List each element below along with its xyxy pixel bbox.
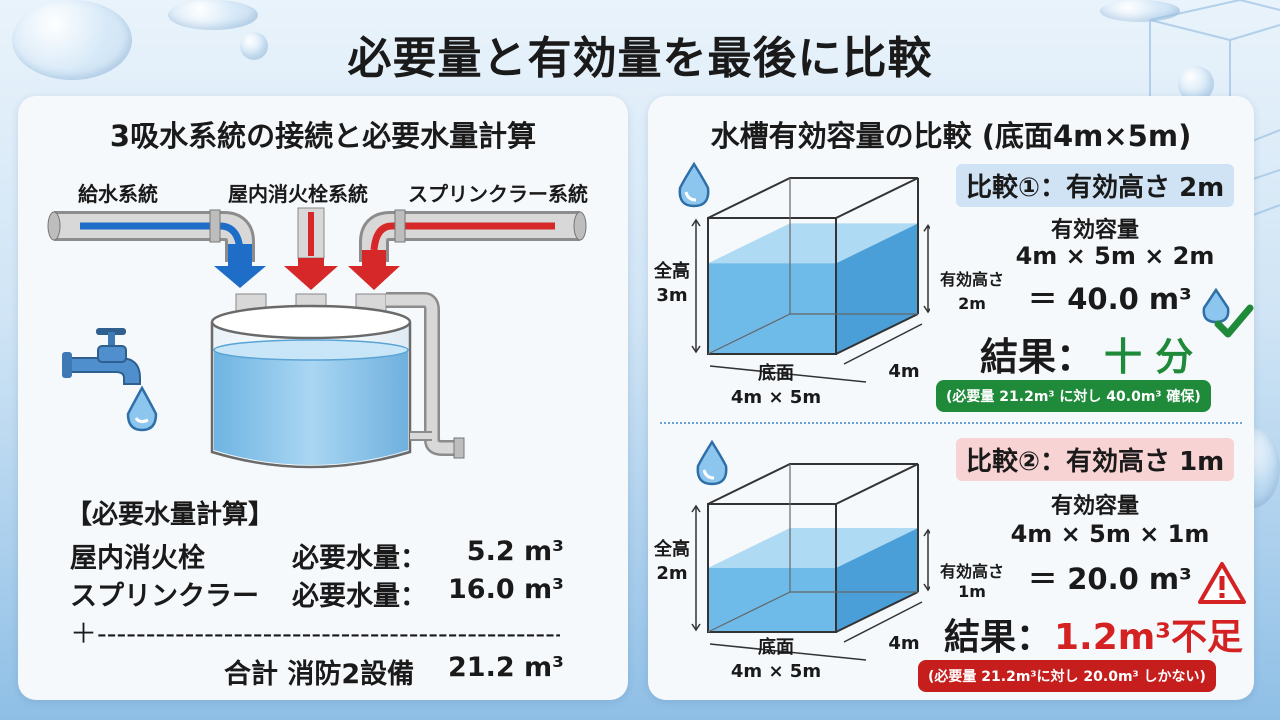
comparison2-result-value: ＝ 20.0 m³	[1028, 562, 1192, 596]
tank2-effective-height: 有効高さ 1m	[939, 562, 1004, 601]
blue-arrow	[214, 244, 266, 288]
water-surface	[708, 528, 918, 568]
tank-front-face	[707, 503, 837, 633]
calc-total-label: 合計 消防2設備	[224, 659, 415, 690]
comparison1-result-text: 十 分	[1104, 335, 1194, 379]
tank2-base: 底面 4m × 5m	[730, 637, 822, 682]
pipe-label-water-supply: 給水系統	[78, 182, 158, 206]
water-drop-icon	[126, 385, 158, 432]
base-arrow	[709, 643, 867, 661]
water-front	[708, 263, 836, 354]
tank-bottom-edge	[835, 591, 919, 633]
comparison1-result-prefix: 結果：	[980, 335, 1095, 379]
tank-front-face	[707, 217, 837, 355]
tank1-depth: 4m	[888, 361, 920, 382]
tank-bottom-edge	[835, 313, 919, 355]
water-side	[836, 528, 918, 632]
tank2-total-height: 全高 2m	[654, 539, 690, 584]
tank-hidden-edge	[707, 313, 791, 355]
tank1-effective-height: 有効高さ 2m	[939, 270, 1004, 313]
comparison1-capacity-label: 有効容量	[1050, 218, 1139, 243]
water-side	[836, 223, 918, 354]
comparison1-header: 比較①：有効高さ 2m	[956, 164, 1235, 207]
comparison2-header: 比較②：有効高さ 1m	[956, 438, 1235, 481]
page-title: 必要量と有効量を最後に比較	[347, 33, 933, 84]
comparison2-result-prefix: 結果：	[944, 617, 1053, 658]
sprinkler-pipe	[359, 209, 587, 262]
decorative-bubble	[12, 0, 132, 80]
left-panel-title: 3吸水系統の接続と必要水量計算	[109, 119, 537, 153]
base-arrow	[709, 365, 867, 383]
tank-top-edges	[707, 177, 919, 219]
water-drop-icon	[678, 162, 710, 208]
calc-row-hydrant-label: 必要水量：	[292, 543, 427, 574]
depth-arrow	[843, 601, 923, 643]
tank-top-edges	[707, 463, 919, 505]
comparison2-result-text: 1.2m³不足	[1054, 617, 1244, 658]
tank-box-1	[691, 177, 930, 383]
calc-row-hydrant-name: 屋内消火栓	[70, 543, 205, 574]
comparison1-note: (必要量 21.2m³ に対し 40.0m³ 確保)	[936, 380, 1211, 412]
water-supply-pipe	[47, 209, 255, 262]
tank1-total-height: 全高 3m	[654, 261, 690, 306]
water-surface	[708, 223, 918, 264]
faucet-icon	[62, 328, 158, 432]
calc-total-value: 21.2 m³	[448, 652, 564, 683]
right-panel-title: 水槽有効容量の比較 (底面4m×5m)	[710, 119, 1192, 153]
section-divider	[660, 422, 1242, 424]
red-arrow	[348, 250, 400, 290]
depth-arrow	[843, 323, 923, 365]
calc-header: 【必要水量計算】	[66, 500, 275, 530]
checkmark-icon	[1202, 287, 1254, 338]
water-drop-icon	[696, 440, 728, 486]
pipe-label-fire-hydrant: 屋内消火栓系統	[228, 182, 368, 206]
tank-hidden-edge	[707, 591, 791, 633]
comparison2-formula: 4m × 5m × 1m	[1010, 520, 1210, 548]
decorative-bubble	[1100, 0, 1180, 22]
tank-box-2	[691, 463, 930, 661]
calc-row-hydrant-value: 5.2 m³	[466, 536, 564, 567]
tank1-base: 底面 4m × 5m	[730, 363, 822, 408]
decorative-bubble	[240, 32, 268, 60]
comparison2-note: (必要量 21.2m³に対し 20.0m³ しかない)	[918, 660, 1216, 692]
warning-triangle-icon	[1198, 562, 1246, 604]
comparison1-formula: 4m × 5m × 2m	[1015, 242, 1215, 270]
calc-divider: ＋---------------------------------------…	[70, 619, 560, 650]
fire-hydrant-pipe	[297, 207, 325, 259]
red-arrow	[284, 258, 338, 290]
calc-row-sprinkler-label: 必要水量：	[292, 581, 427, 612]
calc-row-sprinkler-value: 16.0 m³	[448, 574, 564, 605]
comparison2-capacity-label: 有効容量	[1050, 494, 1139, 519]
tank-piping-diagram	[47, 207, 587, 469]
calc-row-sprinkler-name: スプリンクラー	[70, 581, 259, 612]
decorative-bubble	[168, 0, 258, 30]
pipe-label-sprinkler: スプリンクラー系統	[408, 182, 588, 206]
comparison1-result-value: ＝ 40.0 m³	[1028, 282, 1192, 316]
tank2-depth: 4m	[888, 633, 920, 654]
